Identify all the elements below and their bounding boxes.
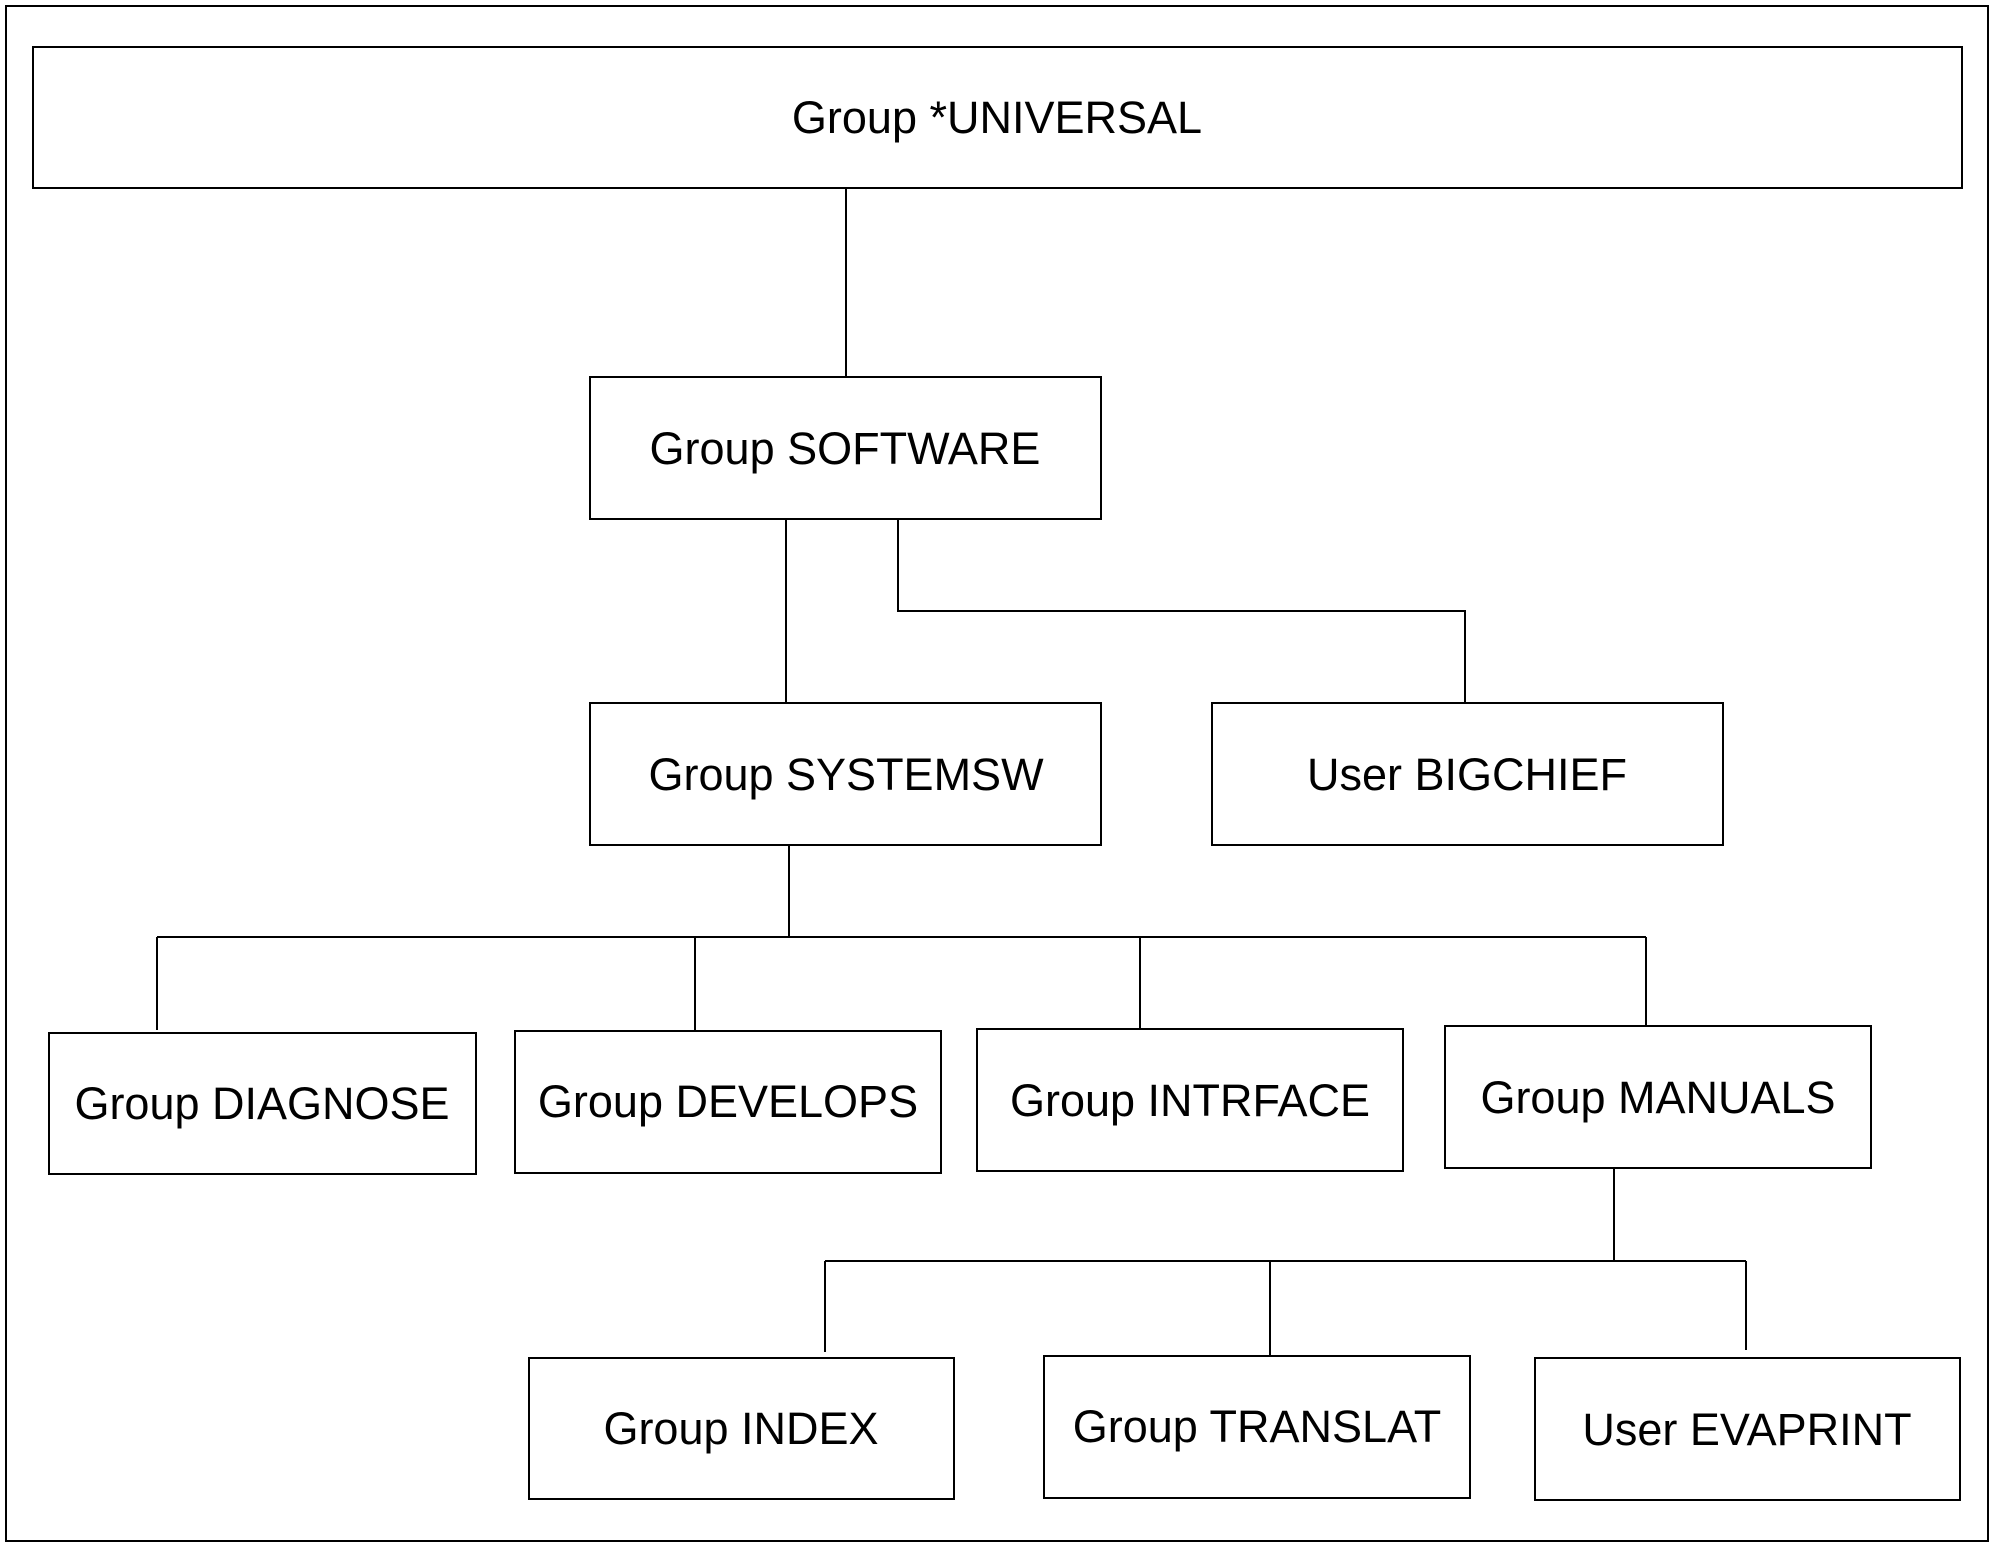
- node-software: Group SOFTWARE: [589, 376, 1102, 520]
- node-index-box: [528, 1357, 955, 1500]
- node-systemsw-label: Group SYSTEMSW: [648, 749, 1044, 800]
- node-diagnose-box: [48, 1032, 477, 1175]
- node-intrface-label: Group INTRFACE: [1010, 1075, 1370, 1126]
- node-index: Group INDEX: [528, 1357, 955, 1500]
- node-bigchief-label: User BIGCHIEF: [1307, 749, 1627, 800]
- node-index-label: Group INDEX: [603, 1403, 878, 1454]
- node-diagnose-label: Group DIAGNOSE: [74, 1078, 449, 1129]
- node-manuals-box: [1444, 1025, 1872, 1169]
- node-translat-label: Group TRANSLAT: [1073, 1401, 1441, 1452]
- node-evaprint-label: User EVAPRINT: [1582, 1404, 1911, 1455]
- node-evaprint: User EVAPRINT: [1534, 1357, 1961, 1501]
- node-develops-label: Group DEVELOPS: [538, 1076, 918, 1127]
- node-translat-box: [1043, 1355, 1471, 1499]
- node-universal-label: Group *UNIVERSAL: [792, 92, 1202, 143]
- node-evaprint-box: [1534, 1357, 1961, 1501]
- node-develops-box: [514, 1030, 942, 1174]
- node-universal: Group *UNIVERSAL: [32, 46, 1963, 189]
- node-software-box: [589, 376, 1102, 520]
- node-bigchief: User BIGCHIEF: [1211, 702, 1724, 846]
- node-systemsw: Group SYSTEMSW: [589, 702, 1102, 846]
- node-software-label: Group SOFTWARE: [650, 423, 1041, 474]
- edge-software-bigchief: [897, 519, 1466, 703]
- node-intrface: Group INTRFACE: [976, 1028, 1404, 1172]
- node-intrface-box: [976, 1028, 1404, 1172]
- node-bigchief-box: [1211, 702, 1724, 846]
- node-universal-box: [32, 46, 1963, 189]
- node-develops: Group DEVELOPS: [514, 1030, 942, 1174]
- connector-lines: [156, 188, 1747, 1355]
- diagram-frame: [5, 5, 1989, 1542]
- node-systemsw-box: [589, 702, 1102, 846]
- node-translat: Group TRANSLAT: [1043, 1355, 1471, 1499]
- node-manuals-label: Group MANUALS: [1480, 1072, 1835, 1123]
- node-manuals: Group MANUALS: [1444, 1025, 1872, 1169]
- node-diagnose: Group DIAGNOSE: [48, 1032, 477, 1175]
